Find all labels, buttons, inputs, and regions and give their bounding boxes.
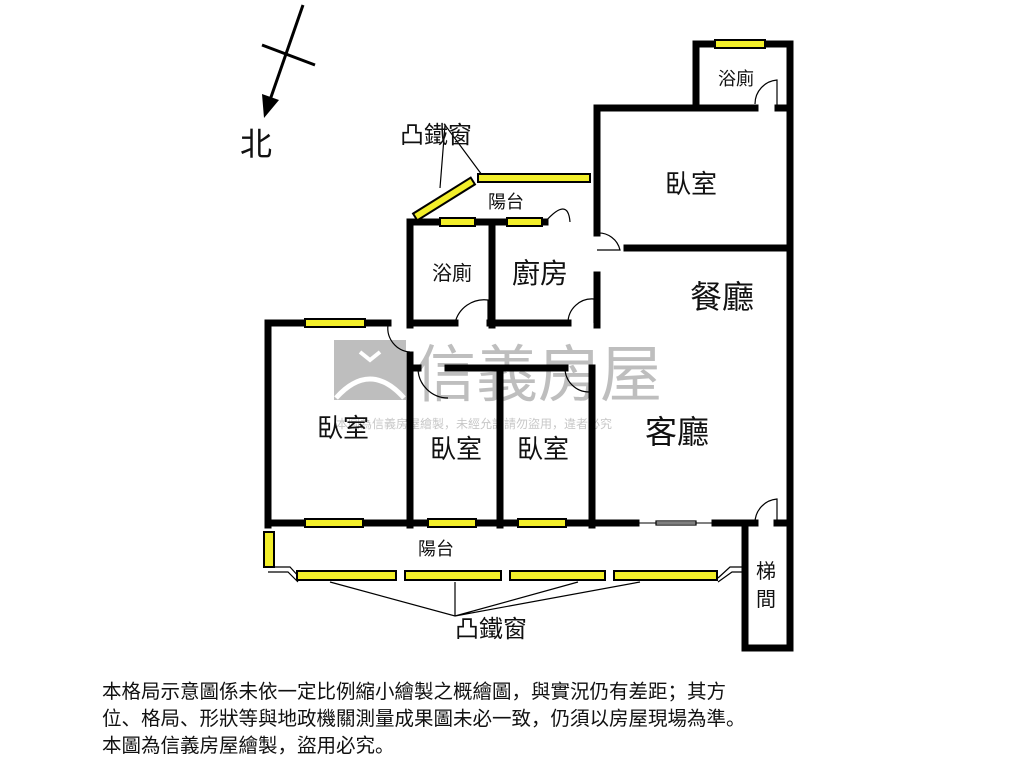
north-arrow-icon: [262, 94, 279, 118]
label-bedroom-top: 臥室: [665, 170, 717, 200]
north-label: 北: [240, 125, 272, 163]
label-balcony-top: 陽台: [488, 192, 524, 213]
watermark: 信義房屋 本圖為信義房屋繪製，未經允許請勿盜用，違者必究: [334, 338, 662, 431]
label-balcony-bottom: 陽台: [418, 539, 454, 560]
disclaimer-line: 位、格局、形狀等與地政機關測量成果圖未必一致，仍須以房屋現場為準。: [102, 707, 746, 730]
compass: 北: [240, 4, 316, 163]
disclaimer-line: 本圖為信義房屋繪製，盜用必究。: [102, 734, 395, 757]
label-bedroom-mid2: 臥室: [517, 435, 569, 465]
label-bath-top: 浴廁: [718, 68, 754, 90]
watermark-brand: 信義房屋: [414, 338, 662, 411]
label-bedroom-mid1: 臥室: [430, 435, 482, 465]
label-bedroom-left: 臥室: [317, 414, 369, 444]
label-kitchen: 廚房: [512, 257, 568, 290]
windows: [263, 39, 766, 581]
room-labels: 浴廁 臥室 凸鐵窗 陽台 浴廁 廚房 餐廳 客廳 臥室 臥室 臥室 陽台 梯 間…: [317, 68, 776, 643]
label-bay-window-bottom: 凸鐵窗: [455, 615, 527, 643]
label-stairwell-1: 梯: [756, 559, 776, 583]
label-stairwell-2: 間: [756, 587, 776, 611]
label-bath-mid: 浴廁: [432, 261, 472, 285]
watermark-small-text: 本圖為信義房屋繪製，未經允許請勿盜用，違者必究: [336, 416, 612, 431]
doors: [268, 79, 778, 617]
label-dining: 餐廳: [690, 278, 754, 316]
label-living: 客廳: [645, 413, 709, 451]
disclaimer: 本格局示意圖係未依一定比例縮小繪製之概繪圖，與實況仍有差距；其方 位、格局、形狀…: [102, 678, 962, 759]
label-bay-window-top: 凸鐵窗: [400, 121, 472, 149]
disclaimer-line: 本格局示意圖係未依一定比例縮小繪製之概繪圖，與實況仍有差距；其方: [102, 680, 727, 703]
